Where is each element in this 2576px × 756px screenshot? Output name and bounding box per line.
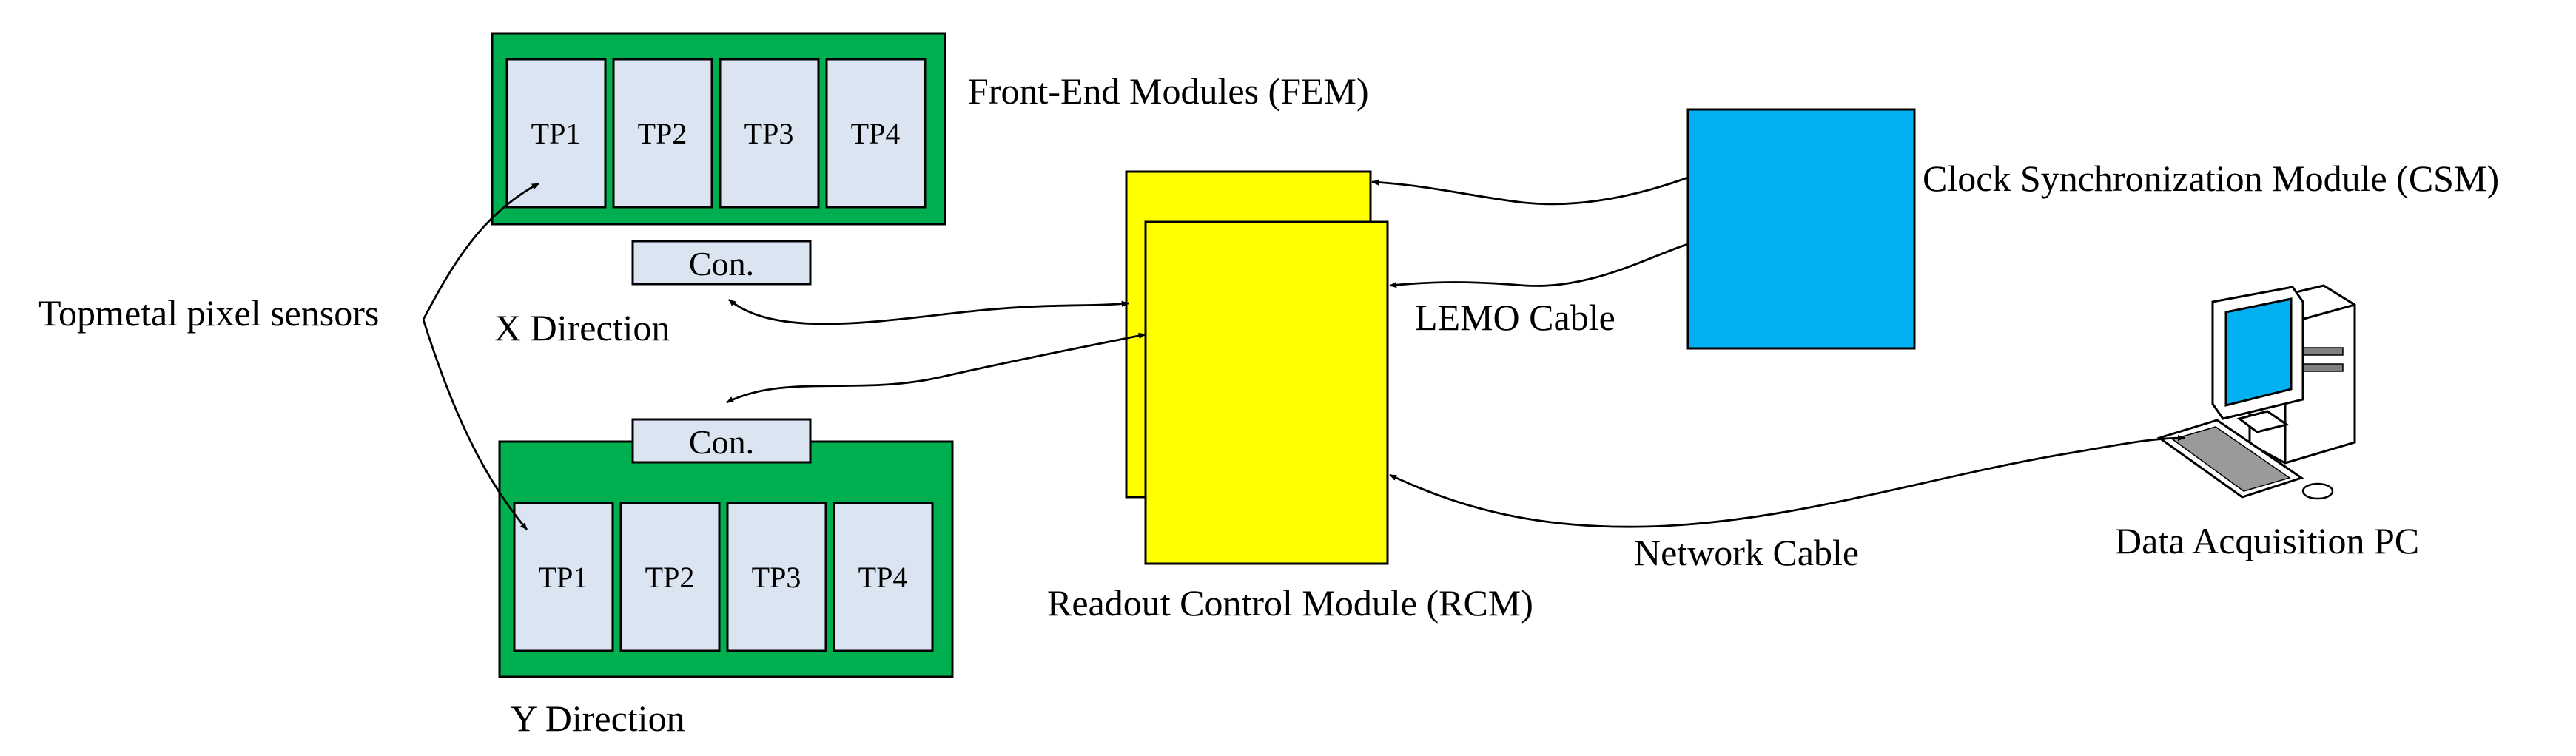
fem-x-connector-label: Con. — [689, 245, 754, 283]
fem-y-sensor-3-label: TP3 — [752, 561, 801, 594]
x-direction-label: X Direction — [494, 307, 670, 348]
fem-y-sensor-4-label: TP4 — [858, 561, 908, 594]
fem-y-board: TP1 TP2 TP3 TP4 Con. — [498, 418, 954, 678]
fem-x-sensor-4 — [825, 58, 927, 209]
network-cable-label: Network Cable — [1634, 532, 1859, 573]
pc-label: Data Acquisition PC — [2115, 520, 2419, 561]
fem-x-sensor-4-label: TP4 — [851, 117, 901, 150]
lemo-cable-front — [1389, 243, 1689, 288]
fem-x-sensor-3-label: TP3 — [744, 117, 794, 150]
fem-y-sensor-1-label: TP1 — [539, 561, 588, 594]
rcm-board-front — [1144, 220, 1389, 565]
fem-y-connector — [631, 418, 812, 464]
topmetal-label: Topmetal pixel sensors — [38, 292, 379, 334]
network-cable — [1389, 434, 2185, 528]
fem-x-sensor-2 — [612, 58, 713, 209]
fem-x-sensor-3 — [719, 58, 820, 209]
pointer-to-y-sensors — [422, 319, 528, 530]
fem-x-board: TP1 TP2 TP3 TP4 Con. — [491, 32, 946, 286]
y-direction-label: Y Direction — [511, 698, 685, 739]
fem-x-sensor-1-label: TP1 — [531, 117, 581, 150]
lemo-cable-back — [1371, 176, 1689, 206]
fem-title: Front-End Modules (FEM) — [968, 70, 1369, 112]
fem-y-connector-label: Con. — [689, 423, 754, 461]
csm-label: Clock Synchronization Module (CSM) — [1923, 158, 2499, 199]
rcm-block — [1125, 170, 1389, 565]
fem-y-sensor-1 — [513, 502, 614, 652]
cable-fem-y-rcm — [726, 332, 1146, 404]
fem-y-sensor-2 — [619, 502, 721, 652]
rcm-label: Readout Control Module (RCM) — [1047, 582, 1533, 624]
lemo-cable-label: LEMO Cable — [1415, 297, 1615, 338]
connection-lines — [422, 176, 2185, 530]
fem-x-sensor-1 — [505, 58, 607, 209]
csm-block — [1686, 108, 1916, 350]
cable-fem-x-rcm — [728, 298, 1129, 325]
pointer-to-x-sensors — [422, 182, 539, 320]
desktop-computer-icon — [2156, 284, 2356, 500]
fem-x-connector — [631, 240, 812, 286]
fem-y-sensor-4 — [833, 502, 934, 652]
fem-y-sensor-3 — [726, 502, 827, 652]
fem-x-sensor-2-label: TP2 — [638, 117, 687, 150]
fem-y-sensor-2-label: TP2 — [645, 561, 695, 594]
